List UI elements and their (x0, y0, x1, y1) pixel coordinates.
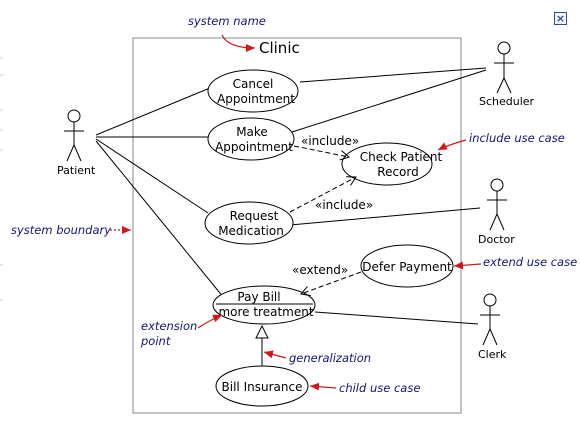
assoc-clerk-paybill (314, 311, 479, 325)
assoc-scheduler-cancel (299, 67, 487, 83)
usecase-cancel-appointment-line2: Appointment (217, 92, 295, 106)
include-request-to-check (289, 177, 356, 213)
associations (95, 67, 487, 325)
arrow-extension-point (197, 314, 223, 329)
generalization-arrow (255, 324, 269, 366)
usecase-request-medication[interactable] (204, 201, 294, 245)
usecase-cancel-appointment-line1: Cancel (233, 77, 274, 91)
close-icon: × (555, 12, 566, 25)
usecase-pay-bill-label: Pay Bill (237, 290, 280, 304)
usecase-request-medication-line2: Medication (218, 224, 284, 238)
actor-clerk-label: Clerk (478, 348, 507, 361)
annotation-extend-use-case: extend use case (483, 255, 577, 269)
actor-patient[interactable] (64, 109, 84, 162)
usecase-request-medication-line1: Request (230, 209, 279, 223)
actor-scheduler[interactable] (494, 41, 514, 94)
annotation-system-name: system name (188, 14, 266, 28)
annotation-generalization: generalization (289, 351, 371, 365)
system-boundary (132, 37, 462, 414)
usecase-check-patient-record-line2: Record (377, 165, 418, 179)
actor-clerk[interactable] (480, 293, 500, 346)
usecase-check-patient-record[interactable] (341, 142, 433, 186)
assoc-scheduler-make (291, 69, 487, 133)
annotation-child-use-case: child use case (339, 381, 420, 395)
assoc-patient-paybill (95, 140, 225, 299)
left-edge-marks (0, 57, 3, 301)
usecase-cancel-appointment[interactable] (207, 69, 299, 113)
assoc-patient-cancel (95, 87, 211, 136)
stereotype-include-2: «include» (315, 198, 373, 212)
usecase-defer-payment-label: Defer Payment (362, 260, 452, 274)
usecase-make-appointment[interactable] (207, 117, 295, 161)
annotation-extension-point-line1: extension (141, 319, 197, 333)
assoc-doctor-request (289, 207, 481, 226)
include-make-to-check (293, 145, 349, 157)
stereotype-extend: «extend» (292, 263, 348, 277)
arrow-system-name (221, 34, 256, 52)
usecase-check-patient-record-line1: Check Patient (360, 150, 443, 164)
stereotype-include-1: «include» (301, 134, 359, 148)
actor-scheduler-label: Scheduler (479, 95, 535, 108)
extend-defer-to-paybill (301, 271, 362, 294)
system-name: Clinic (259, 39, 300, 57)
usecase-defer-payment[interactable] (360, 244, 454, 288)
arrow-extend-use-case (453, 261, 482, 270)
annotation-arrows (110, 34, 482, 391)
annotation-extension-point-line2: point (140, 334, 171, 348)
usecase-pay-bill-extension-point: more treatment (218, 305, 313, 319)
actor-doctor[interactable] (487, 178, 507, 231)
usecase-pay-bill[interactable] (212, 285, 316, 325)
usecase-bill-insurance-label: Bill Insurance (222, 380, 303, 394)
annotation-system-boundary: system boundary (11, 223, 111, 237)
usecase-make-appointment-line2: Appointment (215, 140, 293, 154)
dependencies (289, 145, 362, 294)
assoc-patient-request (95, 138, 209, 214)
actor-patient-label: Patient (57, 164, 96, 177)
actor-doctor-label: Doctor (478, 233, 515, 246)
arrow-child-use-case (309, 382, 337, 391)
arrow-include-use-case (437, 139, 467, 151)
annotation-include-use-case: include use case (469, 131, 565, 145)
usecase-make-appointment-line1: Make (236, 125, 268, 139)
close-button[interactable]: × (554, 12, 567, 25)
arrow-generalization (263, 350, 287, 359)
